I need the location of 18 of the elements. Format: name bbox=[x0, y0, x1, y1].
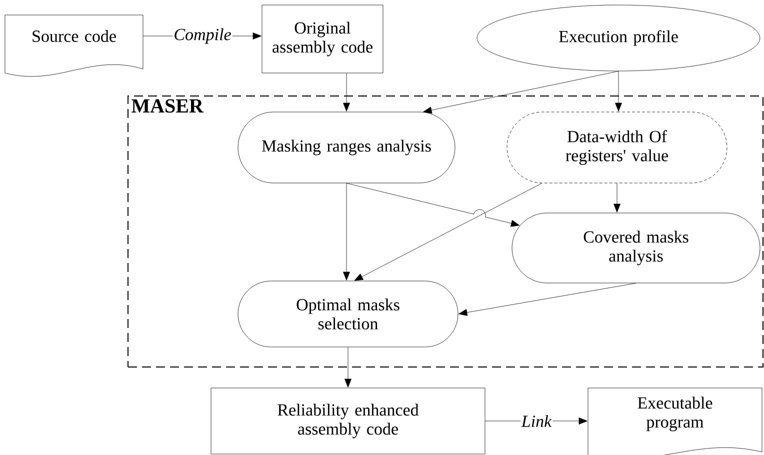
arrow bbox=[343, 183, 350, 280]
arrow bbox=[354, 183, 542, 281]
process-box: Original assembly code bbox=[262, 4, 384, 74]
process-terminal: Masking ranges analysis bbox=[238, 112, 456, 184]
process-box: Reliability enhanced assembly code bbox=[210, 388, 486, 454]
arrow bbox=[458, 283, 636, 316]
arrow bbox=[423, 71, 619, 114]
arrow bbox=[344, 347, 352, 388]
process-terminal: Covered masks analysis bbox=[512, 212, 760, 284]
edge-label: Link bbox=[520, 414, 553, 428]
arrow bbox=[614, 183, 620, 212]
data-terminal: Data-width Of registers' value bbox=[506, 112, 728, 184]
arrow bbox=[343, 73, 350, 112]
arrow bbox=[615, 71, 622, 112]
process-terminal: Optimal masks selection bbox=[238, 280, 458, 348]
group-title: MASER bbox=[132, 99, 204, 113]
arrow bbox=[346, 183, 520, 227]
edge-label: Compile bbox=[172, 27, 232, 45]
